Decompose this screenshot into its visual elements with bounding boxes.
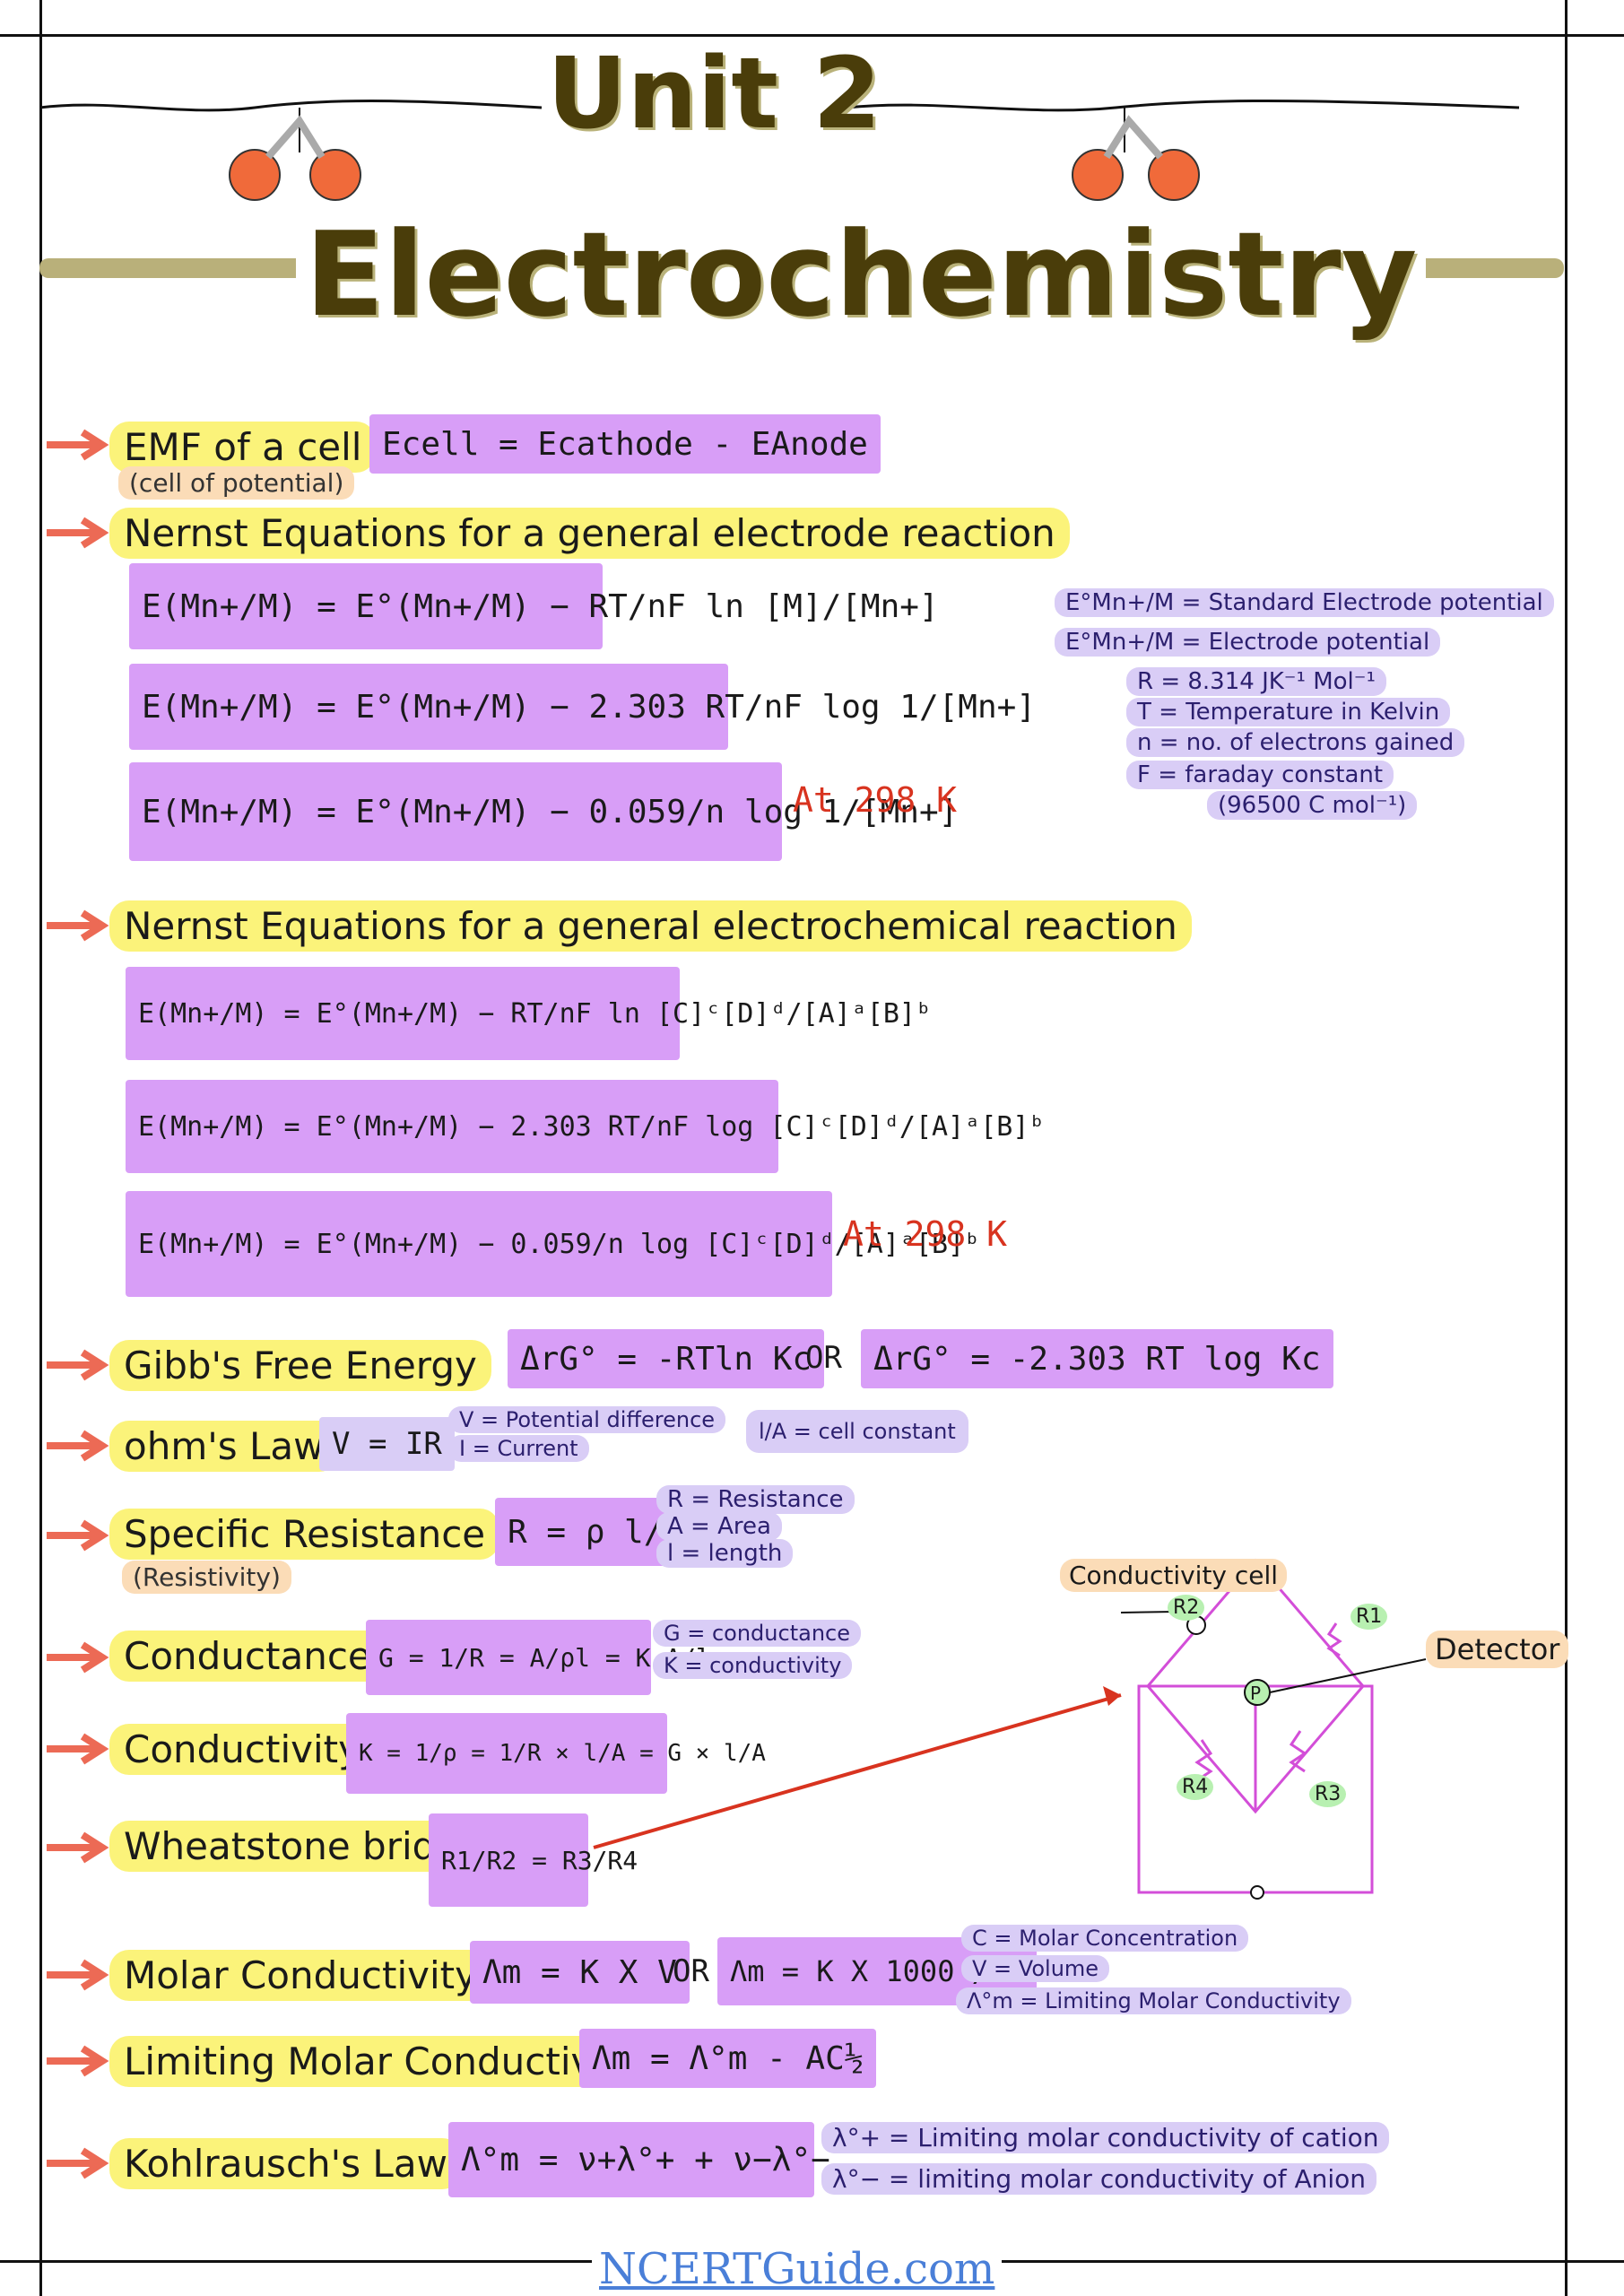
specific-note: l = length bbox=[656, 1539, 794, 1568]
unit-title: Unit 2 bbox=[547, 36, 881, 151]
flask-icon-right bbox=[1072, 108, 1200, 201]
nernst-electrode-temp: At 298 K bbox=[793, 780, 958, 820]
emf-label: EMF of a cell bbox=[109, 422, 377, 473]
arrow-icon bbox=[47, 1430, 109, 1462]
molar-label: Molar Conductivity bbox=[109, 1950, 491, 2001]
kohlrausch-eq: Λ°m = ν+λ°+ + ν−λ°− bbox=[448, 2122, 830, 2197]
specific-note: R = Resistance bbox=[656, 1485, 855, 1514]
limiting-label: Limiting Molar Conductivity bbox=[109, 2036, 656, 2087]
ohm-label: ohm's Law bbox=[109, 1421, 339, 1472]
diagram-cell-label: Conductivity cell bbox=[1060, 1559, 1288, 1592]
diagram-r3: R3 bbox=[1309, 1781, 1347, 1807]
nernst-electrode-label: Nernst Equations for a general electrode… bbox=[109, 508, 1070, 559]
emf-equation: Ecell = Ecathode - EAnode bbox=[369, 414, 881, 474]
molar-note: C = Molar Concentration bbox=[961, 1925, 1249, 1952]
frame-top bbox=[0, 34, 1624, 37]
arrow-icon bbox=[47, 2045, 109, 2077]
gibbs-eq1: ΔrG° = -RTln Kc bbox=[508, 1329, 825, 1388]
nernst-chem-temp: At 298 K bbox=[843, 1214, 1008, 1254]
diagram-r2: R2 bbox=[1168, 1595, 1205, 1621]
gibbs-label: Gibb's Free Energy bbox=[109, 1340, 491, 1391]
emf-sub: (cell of potential) bbox=[118, 466, 355, 500]
diagram-detector-label: Detector bbox=[1426, 1631, 1569, 1668]
arrow-icon bbox=[47, 1831, 109, 1864]
legend-item: E°Mn+/M = Electrode potential bbox=[1055, 628, 1441, 657]
legend-item: (96500 C mol⁻¹) bbox=[1207, 791, 1418, 820]
ohm-note: I = Current bbox=[448, 1435, 589, 1462]
legend-item: F = faraday constant bbox=[1126, 761, 1394, 789]
molar-or: OR bbox=[673, 1953, 709, 1989]
frame-left bbox=[39, 0, 42, 2296]
diagram-r1: R1 bbox=[1350, 1604, 1388, 1630]
ohm-note: l/A = cell constant bbox=[746, 1410, 968, 1453]
molar-note: Λ°m = Limiting Molar Conductivity bbox=[956, 1987, 1351, 2014]
arrow-icon bbox=[47, 909, 109, 942]
molar-note: V = Volume bbox=[961, 1955, 1110, 1982]
molar-eq1: Λm = K X V bbox=[470, 1941, 690, 2004]
specific-sub: (Resistivity) bbox=[122, 1561, 291, 1594]
arrow-icon bbox=[47, 429, 109, 461]
kohlrausch-note: λ°− = limiting molar conductivity of Ani… bbox=[821, 2163, 1377, 2195]
arrow-icon bbox=[47, 1349, 109, 1381]
diagram-r4: R4 bbox=[1177, 1774, 1214, 1800]
kohlrausch-note: λ°+ = Limiting molar conductivity of cat… bbox=[821, 2122, 1390, 2153]
conductance-note: K = conductivity bbox=[653, 1652, 853, 1679]
nernst-electrode-eq1: E(Mn+/M) = E°(Mn+/M) − RT/nF ln [M]/[Mn+… bbox=[129, 563, 939, 649]
legend-item: T = Temperature in Kelvin bbox=[1126, 698, 1451, 726]
gibbs-or: OR bbox=[805, 1340, 842, 1376]
kohlrausch-label: Kohlrausch's Law bbox=[109, 2138, 462, 2189]
conductivity-label: Conductivity bbox=[109, 1724, 375, 1775]
arrow-icon bbox=[47, 1959, 109, 1991]
specific-label: Specific Resistance bbox=[109, 1509, 500, 1560]
arrow-icon bbox=[47, 517, 109, 549]
wheatstone-eq: R1/R2 = R3/R4 bbox=[429, 1813, 638, 1907]
arrow-icon bbox=[47, 2147, 109, 2179]
ohm-eq: V = IR bbox=[319, 1417, 455, 1471]
diagram-p: P bbox=[1250, 1683, 1262, 1704]
limiting-eq: Λm = Λ°m - AC½ bbox=[579, 2029, 877, 2088]
gibbs-eq2: ΔrG° = -2.303 RT log Kc bbox=[861, 1329, 1333, 1388]
conductance-label: Conductance bbox=[109, 1631, 386, 1682]
footer-site-link[interactable]: NCERTGuide.com bbox=[592, 2244, 1003, 2294]
nernst-electrode-eq3: E(Mn+/M) = E°(Mn+/M) − 0.059/n log 1/[Mn… bbox=[129, 762, 958, 861]
nernst-chem-eq2: E(Mn+/M) = E°(Mn+/M) − 2.303 RT/nF log [… bbox=[126, 1080, 1045, 1173]
legend-item: R = 8.314 JK⁻¹ Mol⁻¹ bbox=[1126, 667, 1386, 696]
specific-note: A = Area bbox=[656, 1512, 782, 1541]
nernst-chem-eq3: E(Mn+/M) = E°(Mn+/M) − 0.059/n log [C]ᶜ[… bbox=[126, 1191, 980, 1297]
flask-icon-left bbox=[229, 108, 361, 201]
arrow-icon bbox=[47, 1733, 109, 1765]
legend-item: E°Mn+/M = Standard Electrode potential bbox=[1055, 588, 1554, 617]
legend-item: n = no. of electrons gained bbox=[1126, 728, 1465, 757]
nernst-electrode-eq2: E(Mn+/M) = E°(Mn+/M) − 2.303 RT/nF log 1… bbox=[129, 664, 1036, 750]
wheatstone-diagram bbox=[593, 1558, 1427, 1900]
frame-right bbox=[1565, 0, 1568, 2296]
nernst-chem-eq1: E(Mn+/M) = E°(Mn+/M) − RT/nF ln [C]ᶜ[D]ᵈ… bbox=[126, 967, 932, 1060]
subject-title: Electrochemistry bbox=[296, 206, 1427, 343]
nernst-electrochemical-label: Nernst Equations for a general electroch… bbox=[109, 900, 1192, 952]
ohm-note: V = Potential difference bbox=[448, 1406, 726, 1433]
arrow-icon bbox=[47, 1519, 109, 1552]
conductance-note: G = conductance bbox=[653, 1620, 861, 1647]
arrow-icon bbox=[47, 1641, 109, 1674]
